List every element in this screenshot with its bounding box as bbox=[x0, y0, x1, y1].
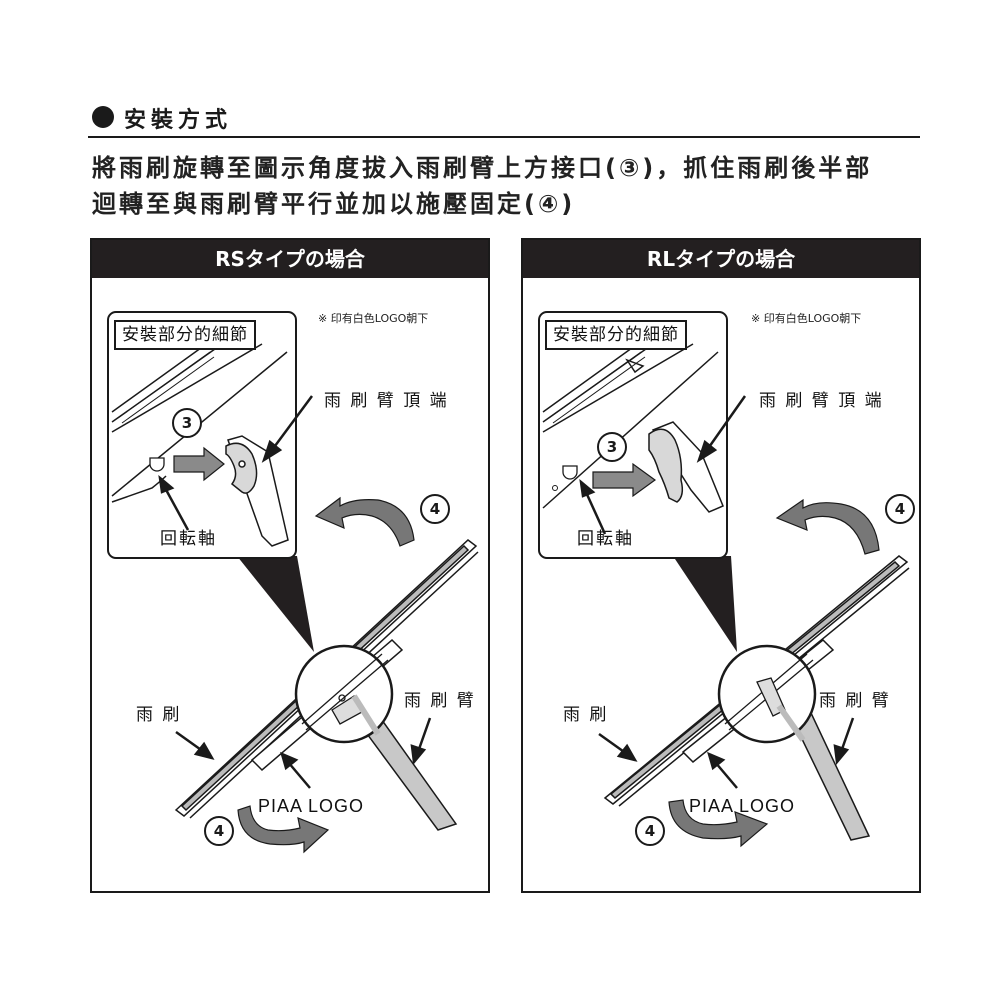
rl-install-illustration bbox=[538, 311, 910, 848]
rotate-arrow-top-icon bbox=[775, 498, 880, 555]
pivot-icon bbox=[149, 457, 165, 472]
logo-orientation-note: ※ 印有白色LOGO朝下 bbox=[751, 312, 862, 325]
wiper-label: 雨 刷 bbox=[136, 705, 182, 725]
callout-pointer bbox=[673, 556, 737, 652]
arm-tip-part bbox=[225, 435, 289, 547]
instruction-line-1: 將雨刷旋轉至圖示角度拔入雨刷臂上方接口(③)，抓住雨刷後半部 bbox=[92, 154, 873, 182]
rotate-arrow-bottom-icon bbox=[237, 805, 330, 854]
section-heading: 安裝方式 bbox=[88, 100, 920, 138]
magnifier-contents bbox=[724, 653, 814, 742]
arm-label: 雨 刷 臂 bbox=[819, 691, 891, 711]
insert-arrow-icon bbox=[592, 462, 657, 498]
piaa-logo-label: PIAA LOGO bbox=[689, 796, 796, 816]
detail-blade-hatch bbox=[548, 351, 646, 424]
label-arrows bbox=[598, 717, 855, 789]
instruction-text: 將雨刷旋轉至圖示角度拔入雨刷臂上方接口(③)，抓住雨刷後半部 迴轉至與雨刷臂平行… bbox=[92, 150, 932, 222]
pointer-arrows bbox=[158, 395, 314, 531]
panel-header: RLタイプの場合 bbox=[523, 240, 919, 278]
step-4-badge-bottom: 4 bbox=[204, 816, 234, 846]
step-3-badge: 3 bbox=[172, 408, 202, 438]
section-title: 安裝方式 bbox=[124, 108, 233, 133]
detail-box-title: 安裝部分的細節 bbox=[114, 320, 256, 350]
pivot-label: 回転軸 bbox=[577, 529, 634, 549]
arm-tip-label: 雨 刷 臂 頂 端 bbox=[324, 391, 449, 411]
detail-box-title: 安裝部分的細節 bbox=[545, 320, 687, 350]
arm-tip-part bbox=[648, 421, 724, 513]
step-4-badge-top: 4 bbox=[885, 494, 915, 524]
bullet-icon bbox=[92, 106, 114, 128]
magnifier-circle bbox=[294, 644, 394, 744]
pivot-icon bbox=[562, 465, 578, 480]
instruction-line-2: 迴轉至與雨刷臂平行並加以施壓固定(④) bbox=[92, 190, 576, 218]
pivot-label: 回転軸 bbox=[160, 529, 217, 549]
wiper-label: 雨 刷 bbox=[563, 705, 609, 725]
magnifier-contents bbox=[301, 653, 389, 736]
step-3-badge: 3 bbox=[597, 432, 627, 462]
panel-rl-type: RLタイプの場合 bbox=[521, 238, 921, 893]
arm-tip-label: 雨 刷 臂 頂 端 bbox=[759, 391, 884, 411]
step-4-badge-top: 4 bbox=[420, 494, 450, 524]
arm-label: 雨 刷 臂 bbox=[404, 691, 476, 711]
panel-rs-type: RSタイプの場合 bbox=[90, 238, 490, 893]
insert-arrow-icon bbox=[173, 446, 225, 482]
rotate-arrow-bottom-icon bbox=[668, 799, 769, 848]
logo-orientation-note: ※ 印有白色LOGO朝下 bbox=[318, 312, 429, 325]
callout-pointer bbox=[237, 556, 314, 652]
rs-install-illustration bbox=[107, 311, 479, 854]
detail-blade-hatch bbox=[117, 351, 215, 424]
pointer-arrows bbox=[579, 395, 747, 535]
panel-header: RSタイプの場合 bbox=[92, 240, 488, 278]
rotate-arrow-top-icon bbox=[314, 496, 415, 547]
label-arrows bbox=[175, 717, 432, 789]
piaa-logo-label: PIAA LOGO bbox=[258, 796, 365, 816]
step-4-badge-bottom: 4 bbox=[635, 816, 665, 846]
